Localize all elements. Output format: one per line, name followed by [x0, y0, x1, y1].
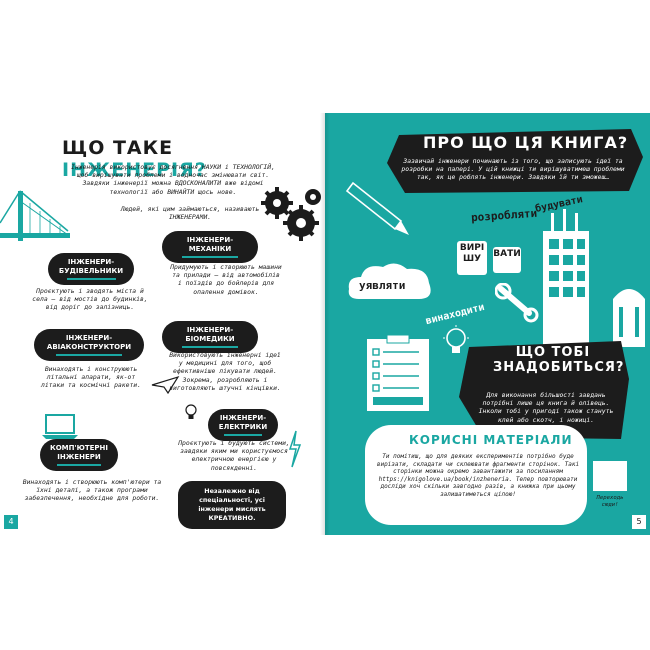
label-underline	[182, 346, 238, 348]
computer-engineers-label-text: КОМП'ЮТЕРНІ ІНЖЕНЕРИ	[49, 444, 108, 461]
title-part-1: ЩО ТАКЕ	[62, 137, 174, 159]
civil-engineers-text: Проєктують і зводять міста й села – від …	[32, 287, 148, 312]
bridge-icon	[0, 190, 70, 241]
page-number-left: 4	[4, 515, 18, 529]
elec-engineers-text: Проєктують і будують системи, завдяки як…	[178, 439, 290, 472]
turn-page-label: Переходь сюди!	[596, 495, 624, 508]
label-underline	[56, 354, 122, 356]
laptop-icon	[42, 414, 78, 439]
label-underline	[182, 256, 238, 258]
closing-bubble: Незалежно від спеціальності, усі інженер…	[178, 481, 286, 529]
title-part-2: ІНЖЕНЕРІЯ?	[62, 159, 207, 181]
clipboard-icon	[367, 334, 429, 411]
about-blob	[387, 129, 643, 193]
verb-develop: розробляти	[470, 206, 538, 225]
intro-text: Інженерія використовує досягнення НАУКИ …	[71, 163, 275, 196]
need-blob	[459, 341, 629, 439]
lightbulb-icon	[185, 404, 197, 419]
about-title: ПРО ЩО ЦЯ КНИГА?	[423, 133, 629, 152]
pencil-icon	[345, 181, 409, 235]
book-gutter	[320, 113, 330, 535]
verb-solve: ВИРІШУ	[459, 243, 485, 264]
materials-title: КОРИСНІ МАТЕРІАЛИ	[409, 433, 573, 447]
bio-engineers-text: Використовують інженерні ідеї у медицині…	[169, 351, 281, 392]
need-text: Для виконання більшості завдань потрібні…	[478, 391, 614, 424]
book-spread: ЩО ТАКЕ ІНЖЕНЕРІЯ? Інженерія використову…	[0, 113, 650, 535]
verb-calc: ВАТИ	[493, 249, 521, 259]
about-text: Зазвичай інженери починають із того, що …	[401, 157, 625, 182]
computer-engineers-text: Винаходять і створюють комп'ютери та їхн…	[22, 478, 162, 503]
puzzle-piece-2: ВАТИ	[493, 247, 521, 273]
aero-engineers-label: ІНЖЕНЕРИ-АВІАКОНСТРУКТОРИ	[34, 329, 144, 361]
closing-text: Незалежно від спеціальності, усі інженер…	[198, 487, 266, 522]
aero-engineers-label-text: ІНЖЕНЕРИ-АВІАКОНСТРУКТОРИ	[46, 334, 132, 351]
mech-engineers-label-text: ІНЖЕНЕРИ-МЕХАНІКИ	[186, 236, 234, 253]
lightning-icon	[288, 430, 302, 468]
bio-engineers-label-text: ІНЖЕНЕРИ-БІОМЕДИКИ	[185, 326, 235, 343]
materials-panel	[365, 425, 587, 525]
bio-engineers-label: ІНЖЕНЕРИ-БІОМЕДИКИ	[162, 321, 258, 353]
label-underline	[224, 434, 262, 436]
building-icon	[543, 209, 589, 349]
civil-engineers-label: ІНЖЕНЕРИ-БУДІВЕЛЬНИКИ	[48, 253, 134, 285]
left-page: ЩО ТАКЕ ІНЖЕНЕРІЯ? Інженерія використову…	[0, 113, 325, 535]
cloud-icon	[348, 263, 431, 299]
label-underline	[66, 278, 116, 280]
elec-engineers-label-text: ІНЖЕНЕРИ-ЕЛЕКТРИКИ	[218, 414, 268, 431]
civil-engineers-label-text: ІНЖЕНЕРИ-БУДІВЕЛЬНИКИ	[58, 258, 124, 275]
computer-engineers-label: КОМП'ЮТЕРНІ ІНЖЕНЕРИ	[40, 439, 118, 471]
page-number-right: 5	[632, 515, 646, 529]
idea-lightbulb-icon	[443, 325, 469, 353]
need-title: ЩО ТОБІ ЗНАДОБИТЬСЯ?	[493, 345, 625, 375]
elec-engineers-label: ІНЖЕНЕРИ-ЕЛЕКТРИКИ	[208, 409, 278, 441]
verb-imagine: уявляти	[359, 279, 406, 292]
gears-icon	[261, 187, 321, 241]
aero-engineers-text: Винаходять і конструюють літальні апарат…	[40, 365, 142, 390]
puzzle-piece-1: ВИРІШУ	[457, 241, 487, 275]
paper-plane-icon	[151, 375, 180, 395]
engineers-note: Людей, які цим займаються, називають ІНЖ…	[120, 205, 260, 222]
label-underline	[57, 464, 101, 466]
verb-invent: винаходити	[424, 301, 486, 328]
turn-page-square[interactable]	[593, 461, 627, 491]
right-page: ПРО ЩО ЦЯ КНИГА? Зазвичай інженери почин…	[325, 113, 650, 535]
materials-text: Ти помітиш, що для деяких експериментів …	[376, 453, 580, 498]
wrench-icon	[495, 283, 539, 323]
observatory-icon	[613, 289, 645, 347]
mech-engineers-label: ІНЖЕНЕРИ-МЕХАНІКИ	[162, 231, 258, 263]
mech-engineers-text: Придумують і створюють машини та прилади…	[170, 263, 282, 296]
left-page-title: ЩО ТАКЕ ІНЖЕНЕРІЯ?	[62, 137, 325, 181]
